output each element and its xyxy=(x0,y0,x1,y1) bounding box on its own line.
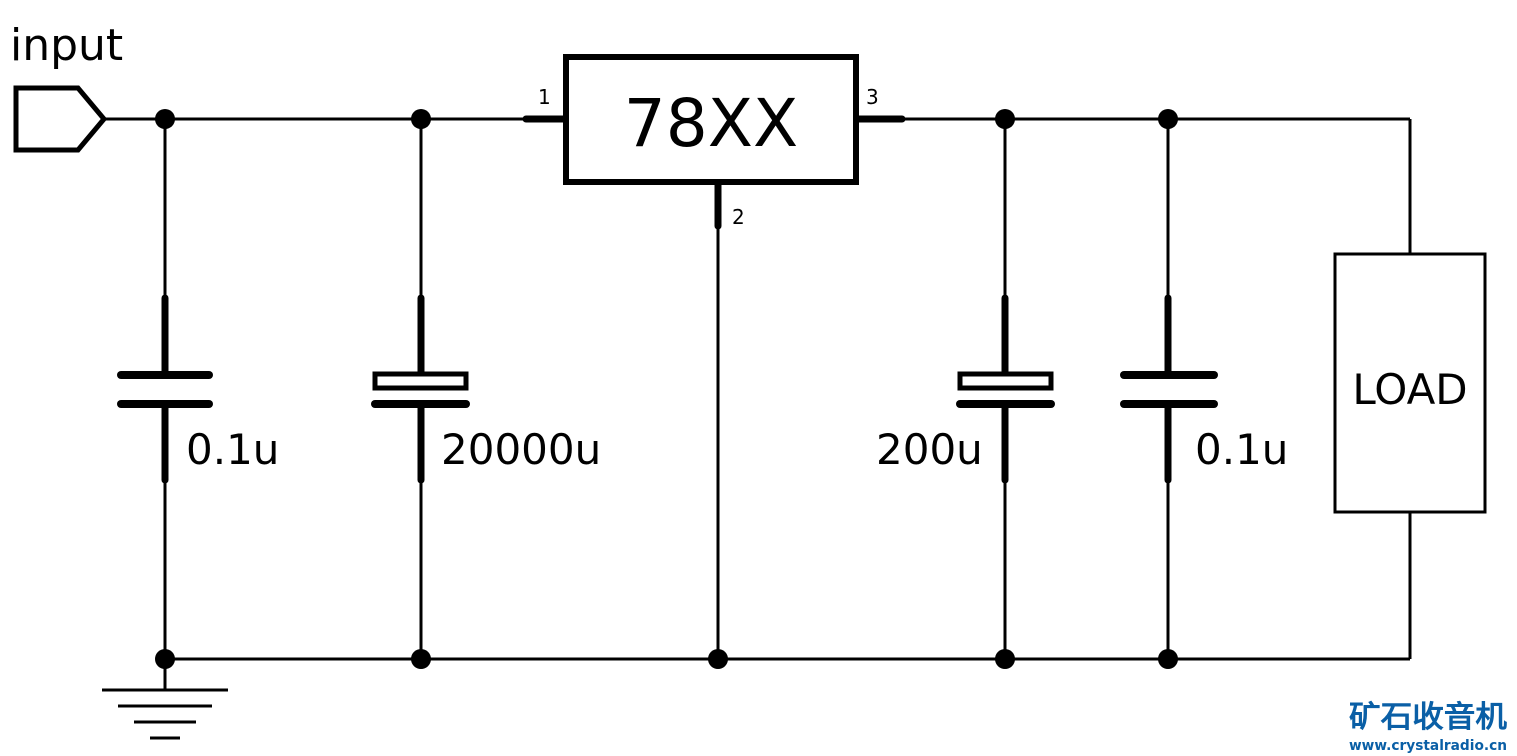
ground-icon xyxy=(102,659,228,740)
junction-dot-icon xyxy=(708,649,728,669)
input-label: input xyxy=(10,20,123,71)
junction-dot-icon xyxy=(411,649,431,669)
regulator-pin-3-label: 3 xyxy=(866,85,879,109)
junction-dot-icon xyxy=(155,109,175,129)
junction-dot-icon xyxy=(411,109,431,129)
watermark-url: www.crystalradio.cn xyxy=(1349,738,1507,754)
load-label: LOAD xyxy=(1352,365,1467,414)
junction-dots xyxy=(155,109,1178,669)
electrolytic-capacitor-icon xyxy=(371,119,470,659)
capacitor-icon xyxy=(117,119,213,659)
capacitor-value-label: 20000u xyxy=(441,425,601,474)
watermark-title: 矿石收音机 xyxy=(1349,700,1507,735)
capacitor-icon xyxy=(1120,119,1218,659)
input-port-icon xyxy=(13,85,108,153)
regulator-pin-2-label: 2 xyxy=(732,205,745,229)
regulator-box xyxy=(563,54,859,185)
junction-dot-icon xyxy=(995,649,1015,669)
regulator-name: 78XX xyxy=(624,85,798,162)
junction-dot-icon xyxy=(995,109,1015,129)
junction-dot-icon xyxy=(1158,649,1178,669)
junction-dot-icon xyxy=(1158,109,1178,129)
capacitor-value-label: 0.1u xyxy=(186,425,279,474)
regulator-pin-1-label: 1 xyxy=(538,85,551,109)
watermark-logo: 矿石收音机 www.crystalradio.cn xyxy=(1349,700,1507,754)
capacitor-value-label: 0.1u xyxy=(1195,425,1288,474)
load-box xyxy=(1333,252,1487,514)
electrolytic-capacitor-icon xyxy=(956,119,1055,659)
capacitor-value-label: 200u xyxy=(876,425,983,474)
